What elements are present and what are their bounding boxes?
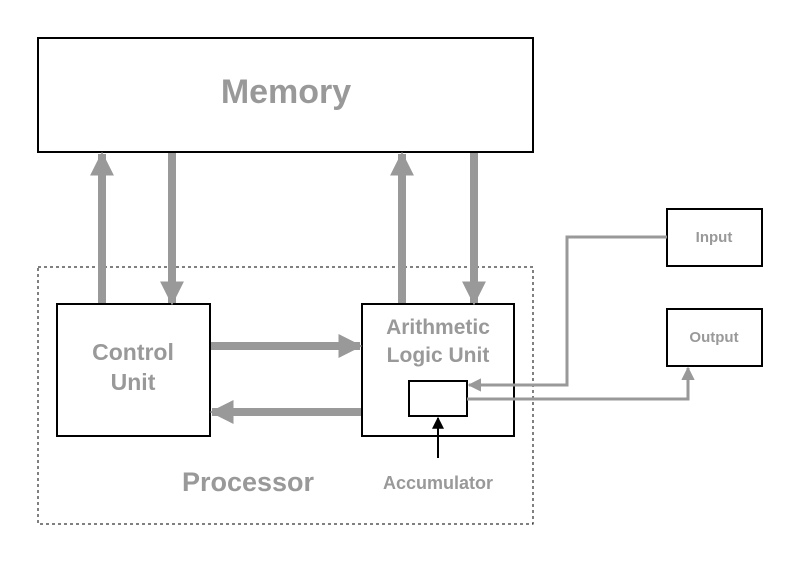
- alu-label-line2: Logic Unit: [387, 344, 490, 367]
- arrow-accumulator-to-output: [467, 366, 695, 401]
- control-unit-box: [56, 303, 211, 437]
- control-unit-label-line1: Control: [92, 339, 174, 365]
- output-box: [666, 308, 763, 367]
- input-box: [666, 208, 763, 267]
- output-label: Output: [689, 329, 738, 346]
- accumulator-label: Accumulator: [383, 473, 493, 493]
- accumulator-box: [408, 380, 468, 417]
- memory-label: Memory: [221, 73, 351, 111]
- processor-boundary: [37, 266, 534, 525]
- arrow-input-to-accumulator: [467, 235, 667, 392]
- control-unit-label-line2: Unit: [111, 369, 156, 395]
- input-label: Input: [696, 229, 733, 246]
- processor-label: Processor: [182, 467, 315, 497]
- alu-label-line1: Arithmetic: [386, 316, 490, 339]
- memory-box: [37, 37, 534, 153]
